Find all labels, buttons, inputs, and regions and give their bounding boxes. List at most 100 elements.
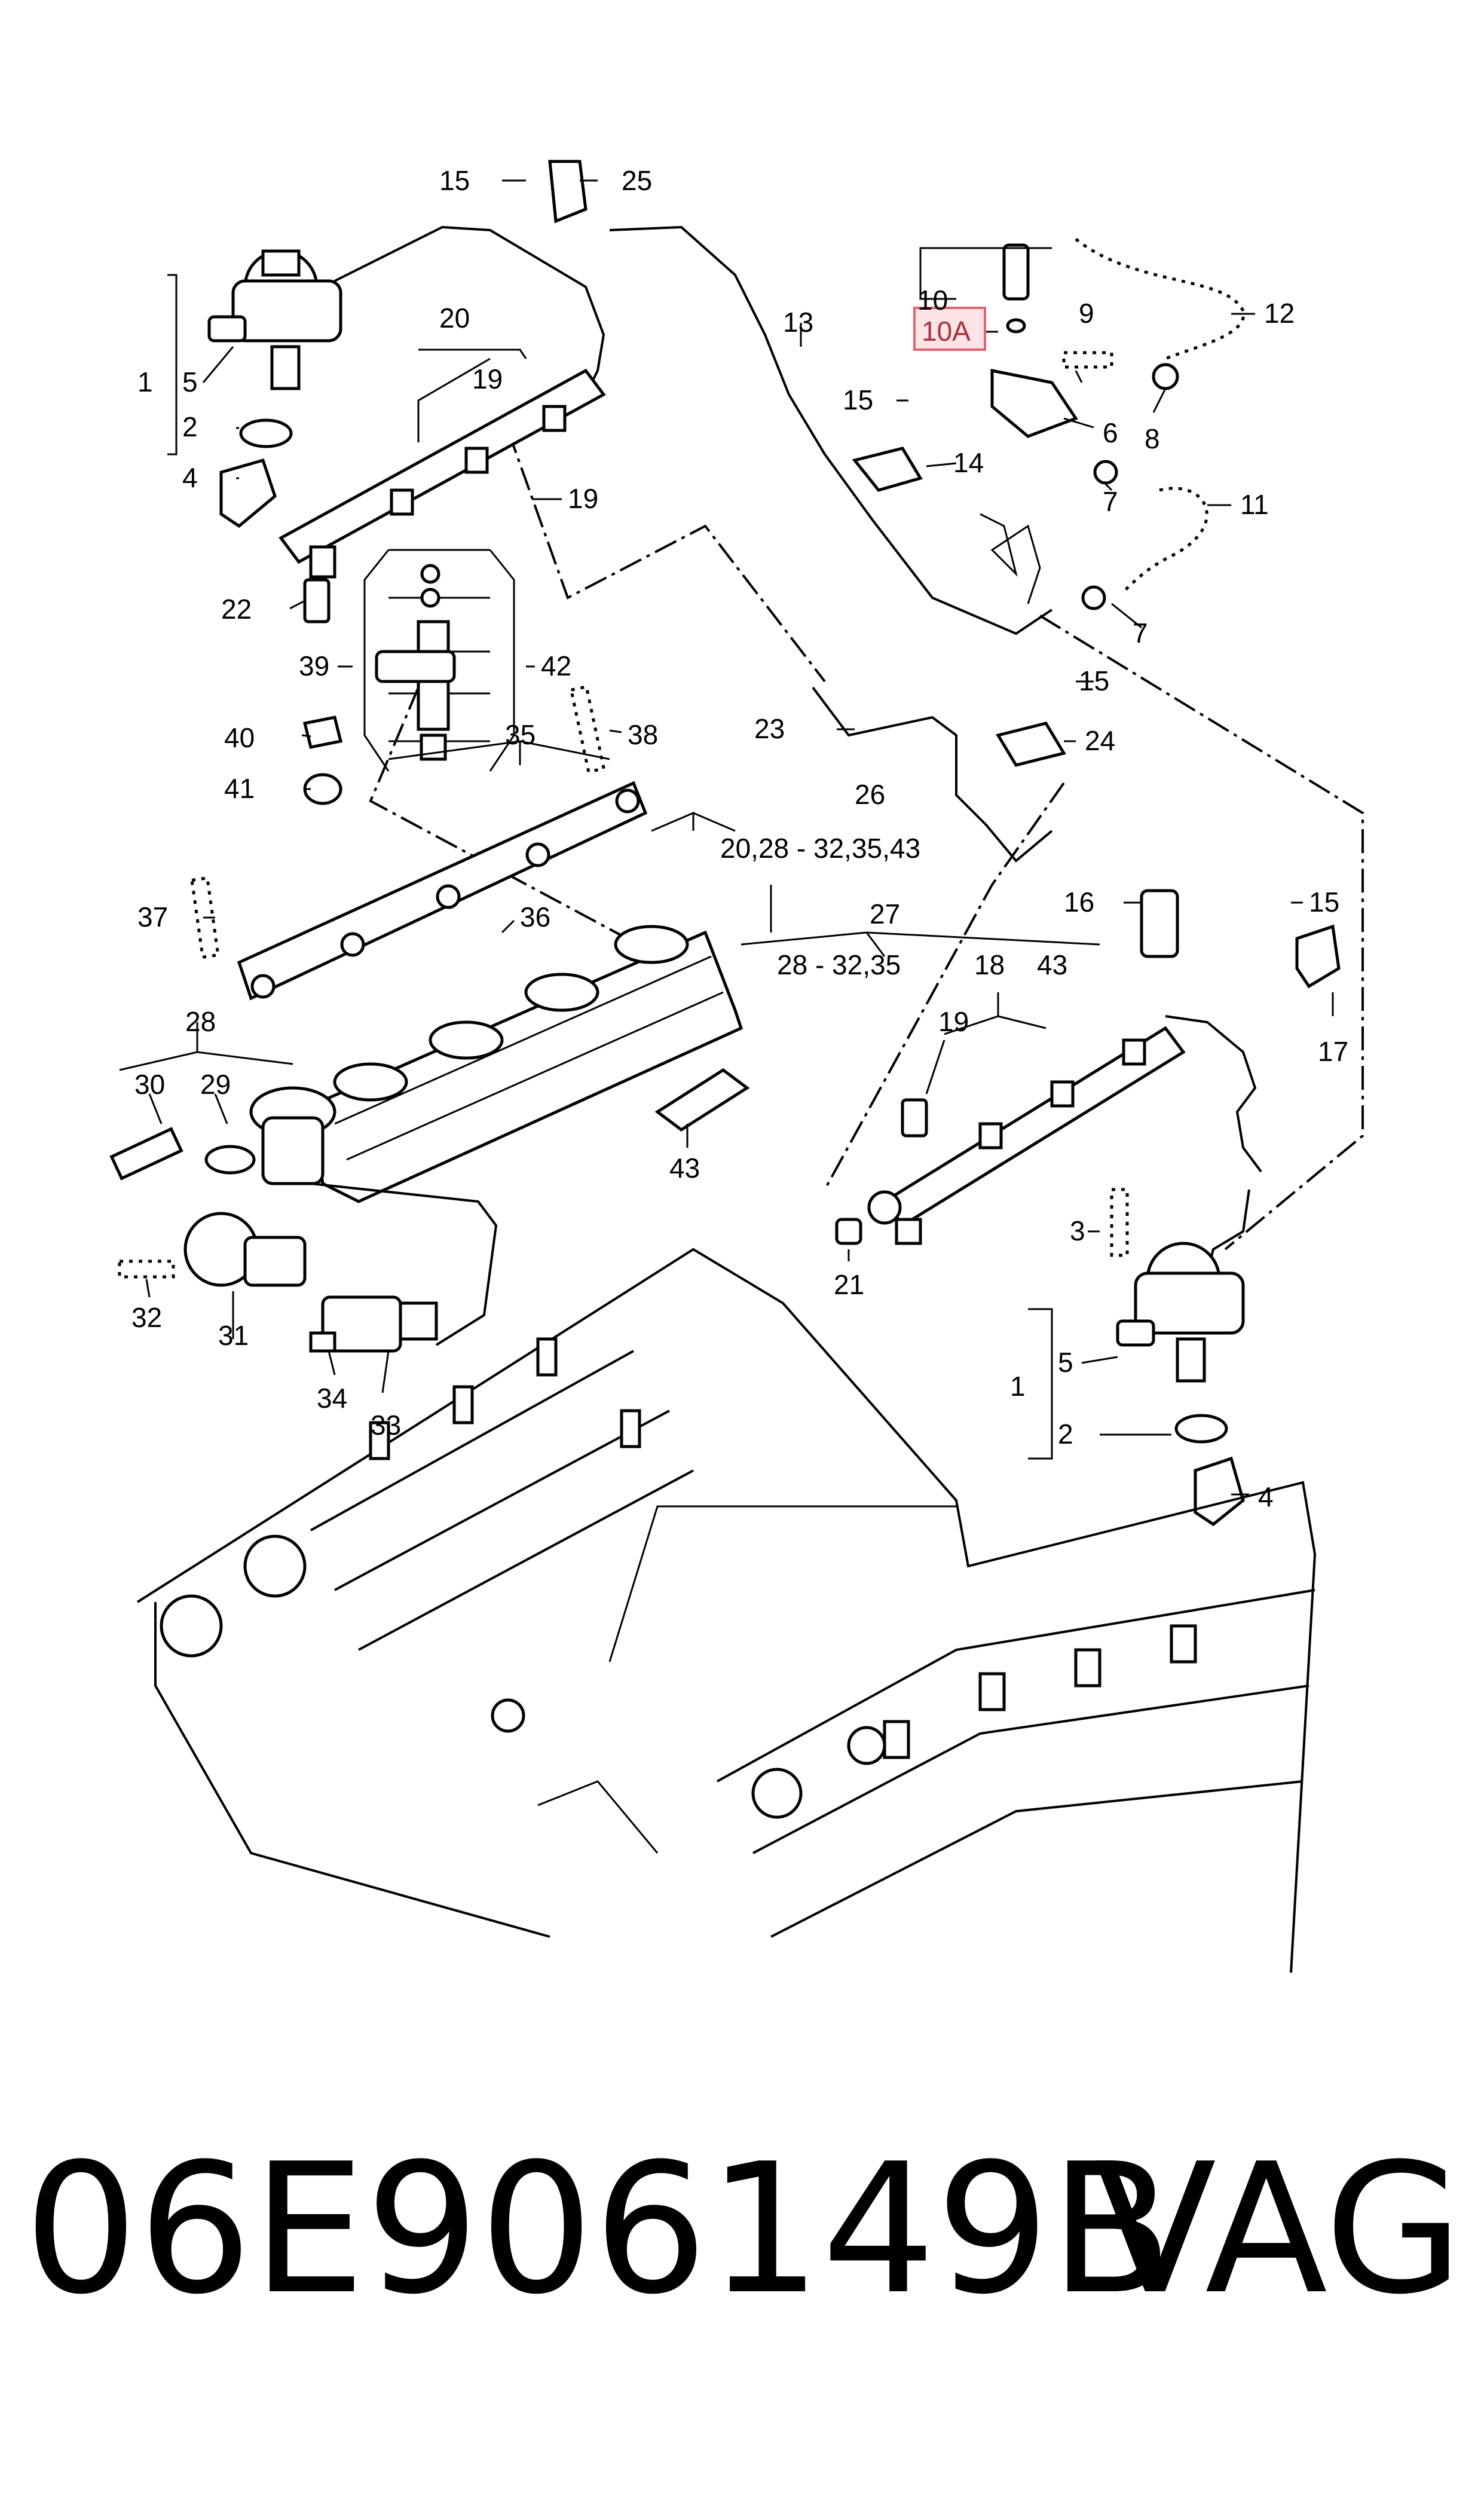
callout-4: 4 (1258, 1481, 1274, 1512)
callout-2: 2 (1058, 1419, 1073, 1450)
callout-35: 35 (505, 719, 536, 750)
callout-15: 15 (1309, 886, 1339, 918)
callout-3: 3 (1070, 1215, 1085, 1246)
callout-7: 7 (1133, 617, 1148, 649)
clip-14 (852, 447, 923, 492)
callout-27: 27 (870, 898, 900, 930)
callout-leaders (119, 179, 1334, 1496)
callout-34: 34 (317, 1383, 347, 1414)
callout-39: 39 (299, 650, 329, 681)
bolt-3 (1110, 1188, 1129, 1257)
fitting-6 (990, 368, 1078, 438)
bolt-9 (1062, 351, 1113, 369)
engine-block (136, 1248, 1317, 1973)
callout-29: 29 (200, 1069, 231, 1100)
callout-23: 23 (754, 713, 785, 744)
footer: 06E906149B VAG (0, 2140, 1484, 2391)
callout-21: 21 (834, 1269, 864, 1300)
clip-24 (996, 722, 1066, 767)
callout-7: 7 (1103, 486, 1118, 517)
callout-43: 43 (1037, 949, 1067, 980)
sensor-10 (1002, 243, 1030, 301)
callout-9: 9 (1079, 298, 1094, 329)
fuel-rail-20 (279, 368, 606, 579)
leader-dash-4 (369, 687, 706, 982)
seal-ring-2b (1174, 1414, 1228, 1444)
callout-19: 19 (568, 483, 598, 514)
gasket-43a (654, 1068, 750, 1132)
hose-11 (1122, 487, 1208, 593)
leader-dash-3 (824, 782, 1065, 1190)
cover-35 (237, 781, 648, 1001)
callout-22: 22 (221, 594, 252, 625)
clamp-7b (1081, 585, 1106, 610)
intake-manifold (309, 925, 743, 1203)
callout-14: 14 (953, 447, 984, 478)
tube-30 (109, 1127, 183, 1181)
callout-36: 36 (520, 901, 550, 933)
callout-20: 20 (439, 302, 470, 334)
fuel-rail-18 (867, 1026, 1186, 1245)
callout-15: 15 (1079, 665, 1109, 696)
callout-38: 38 (628, 719, 658, 750)
fuel-line-13 (609, 225, 1053, 635)
callout-31: 31 (218, 1320, 249, 1351)
high-pressure-pump-bottom (1116, 1242, 1245, 1383)
line-33 (310, 1182, 498, 1346)
callout-2: 2 (182, 411, 198, 442)
leader-dash-2 (1039, 615, 1364, 1251)
callout-5: 5 (1058, 1347, 1073, 1378)
ring-29 (204, 1145, 256, 1175)
injector-assembly (363, 549, 515, 772)
leader-dash-1 (507, 430, 826, 683)
sensor-19c (901, 1098, 928, 1138)
callout-26: 26 (855, 779, 885, 810)
callout-15: 15 (439, 165, 470, 196)
high-pressure-pump-top (207, 249, 342, 390)
parts-diagram: 15 25 20 19 13 10 10A 9 12 15 14 6 8 7 1… (109, 160, 1364, 1973)
callout-17: 17 (1318, 1036, 1348, 1067)
clamp-7a (1093, 460, 1118, 485)
callout-19: 19 (472, 363, 503, 395)
bracket-16 (1140, 889, 1179, 958)
callout-30: 30 (134, 1069, 165, 1100)
fuel-line-right (1165, 1015, 1262, 1173)
callout-27-sub: 28 - 32,35 (777, 949, 901, 980)
part-number: 06E906149B (24, 2125, 1173, 2334)
bucket-tappet-4b (1194, 1456, 1245, 1527)
callout-10A: 10A (922, 316, 971, 347)
sensor-31 (183, 1212, 307, 1287)
pipe-11 (980, 513, 1041, 604)
brand-label: VAG (1094, 2125, 1464, 2334)
callout-11: 11 (1240, 489, 1269, 520)
callout-1: 1 (1010, 1371, 1026, 1402)
callout-40: 40 (224, 722, 255, 753)
callout-4: 4 (182, 462, 198, 493)
callout-13: 13 (783, 307, 813, 338)
callout-33: 33 (371, 1410, 401, 1441)
clip-25 (548, 160, 588, 224)
callout-18: 18 (974, 949, 1005, 980)
fuel-line-23 (812, 686, 1053, 863)
callout-6: 6 (1103, 417, 1118, 448)
bolt-38 (569, 684, 606, 774)
callout-43: 43 (669, 1152, 700, 1184)
callout-19: 19 (938, 1006, 969, 1037)
callout-41: 41 (224, 773, 255, 804)
seal-ring-2a (239, 418, 293, 448)
callout-37: 37 (137, 901, 168, 933)
seal-10A (1006, 318, 1026, 334)
callout-26-sub: 20,28 - 32,35,43 (720, 833, 920, 864)
callout-24: 24 (1085, 725, 1115, 756)
bolt-32 (118, 1259, 175, 1279)
callout-32: 32 (131, 1302, 162, 1333)
valve-28 (249, 1086, 336, 1185)
callout-15: 15 (843, 384, 873, 415)
bolt-21 (835, 1218, 862, 1245)
bracket-17 (1295, 924, 1341, 989)
callout-28: 28 (185, 1006, 216, 1037)
callout-10: 10 (917, 285, 948, 316)
callout-42: 42 (541, 650, 571, 681)
hose-12 (1075, 238, 1246, 360)
valve-34 (309, 1295, 438, 1353)
